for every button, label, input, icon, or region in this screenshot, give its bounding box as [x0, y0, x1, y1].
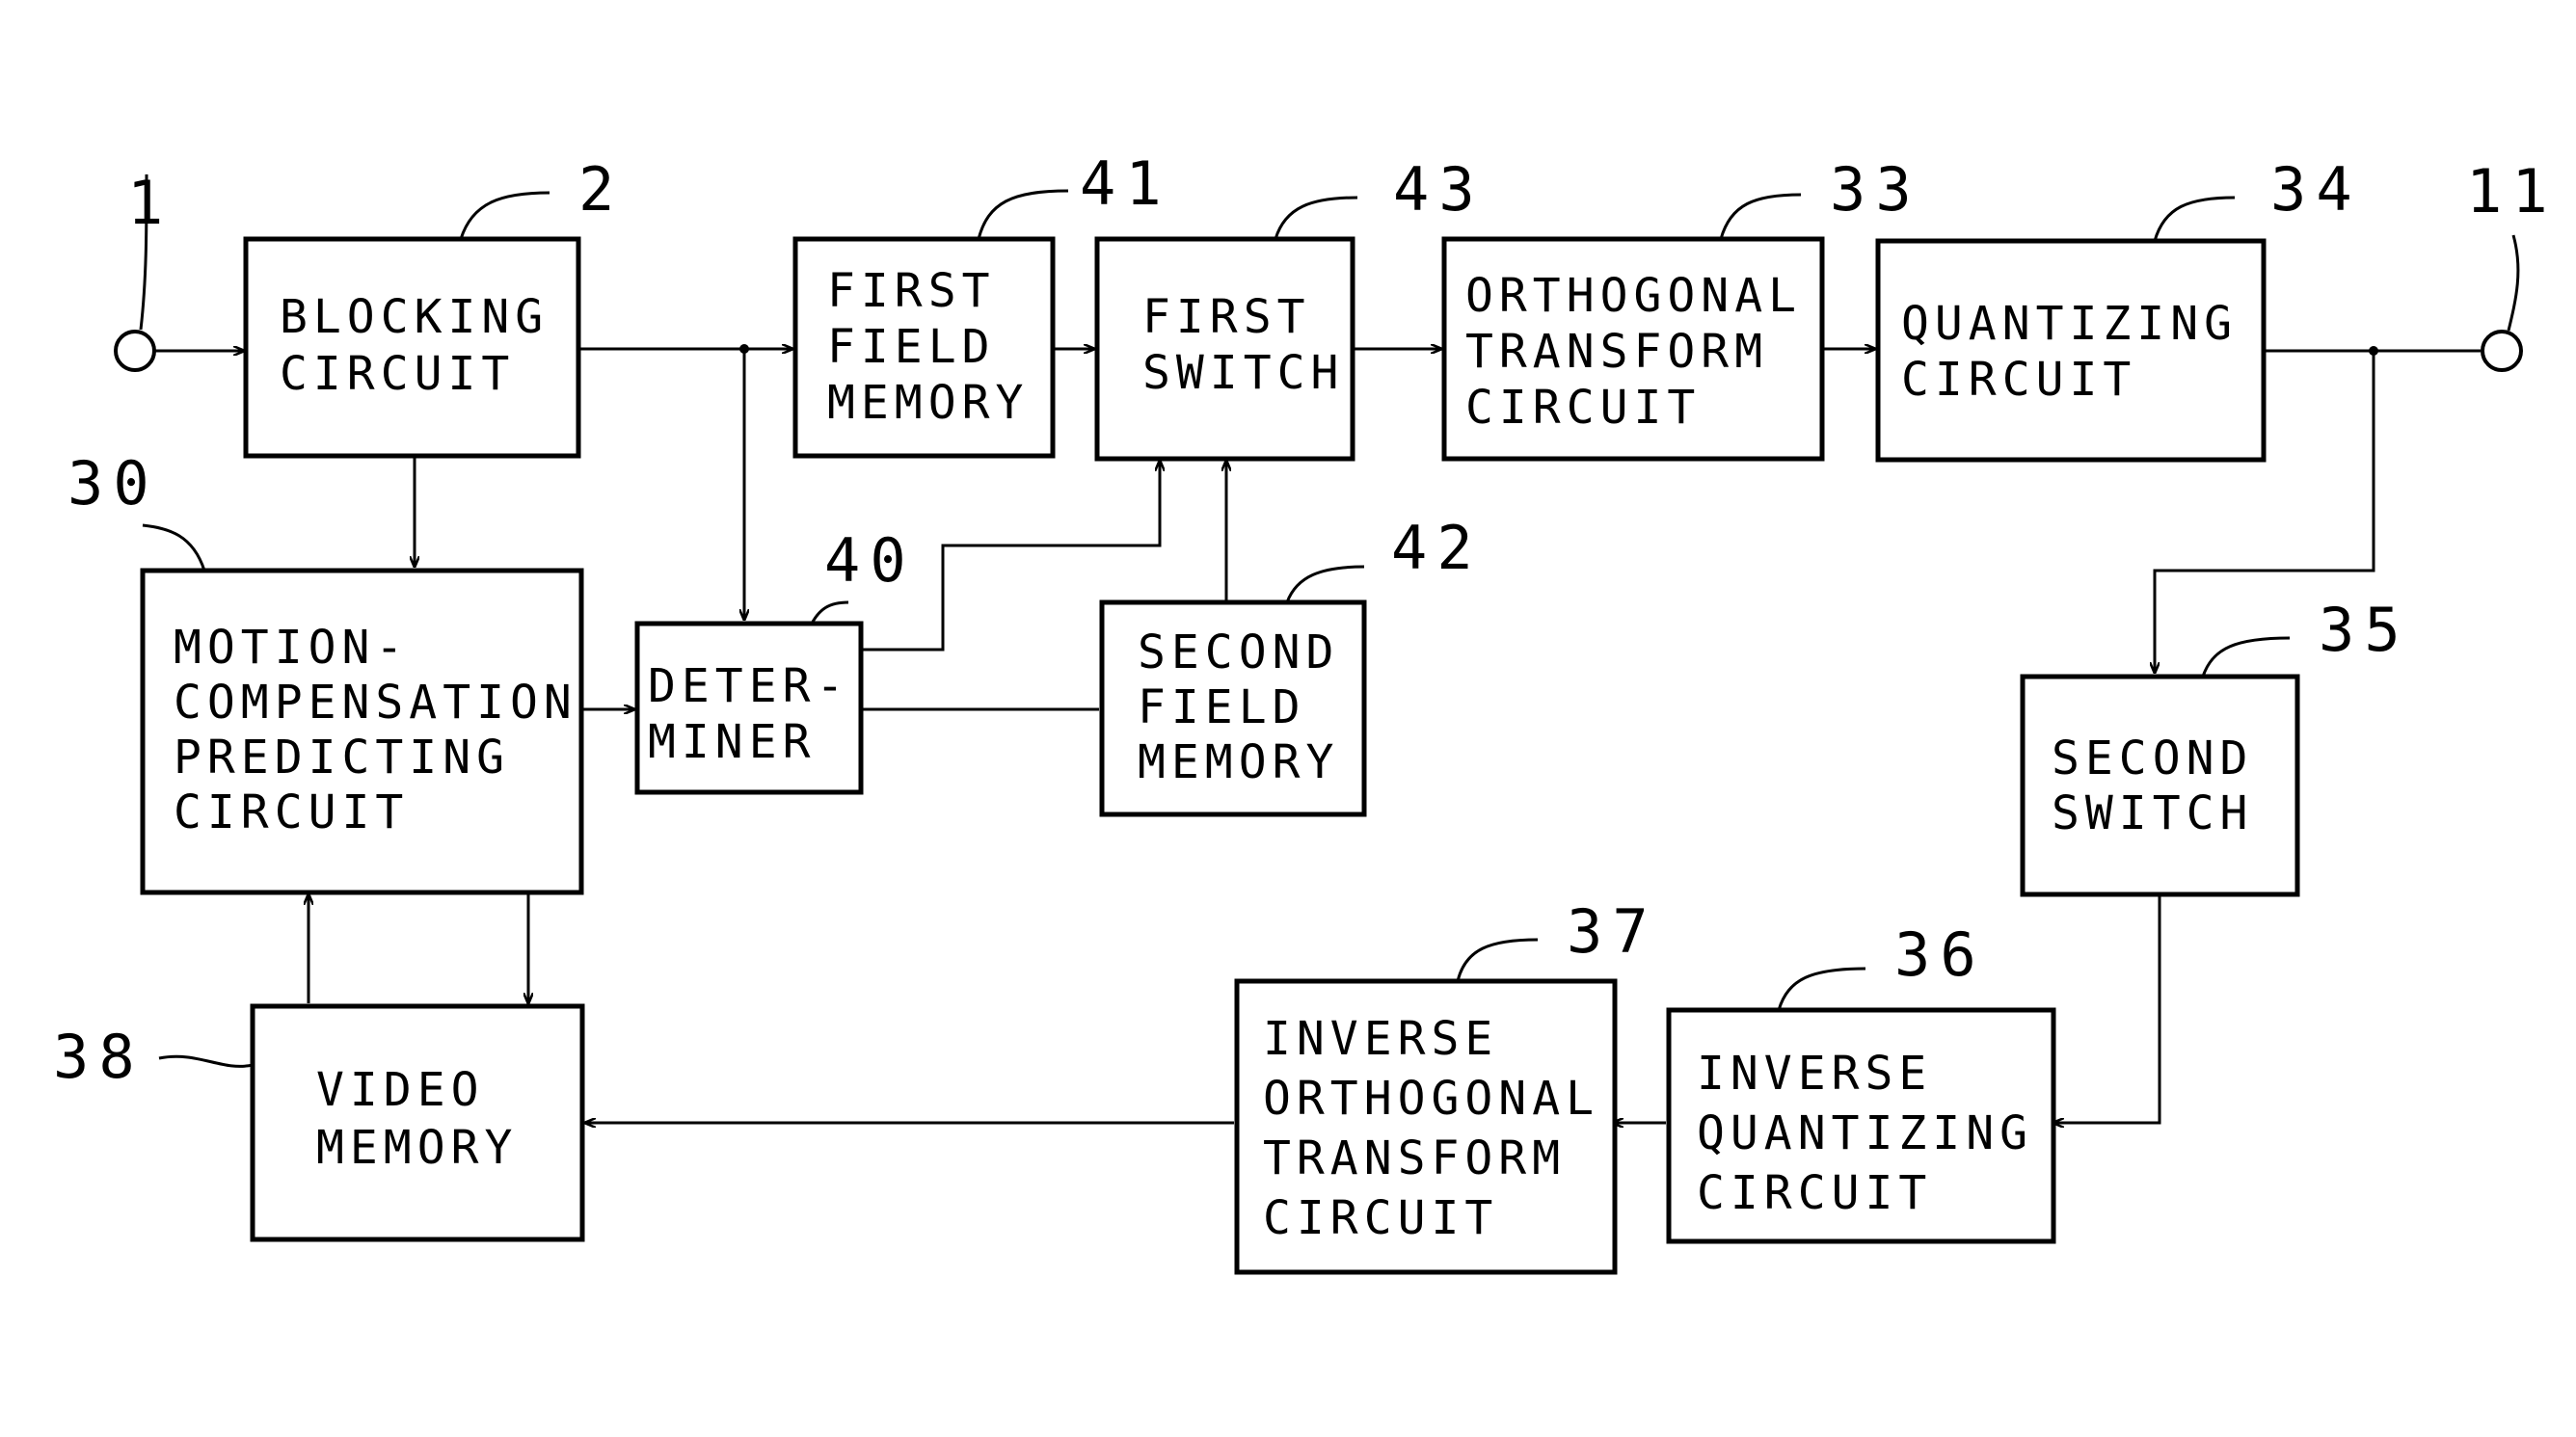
leader-line [1287, 567, 1364, 602]
leader-line [1779, 969, 1865, 1010]
leader-line [2509, 235, 2518, 331]
leader-line [461, 193, 550, 239]
ref-label: 36 [1894, 919, 1986, 990]
output-terminal-circle [2482, 332, 2521, 370]
block-text: CIRCUIT [1697, 1166, 1932, 1220]
ref-label-input: 1 [127, 168, 173, 238]
second-switch-box [2023, 677, 2297, 894]
ref-label: 37 [1567, 896, 1658, 967]
leader-line [159, 1056, 253, 1066]
block-text: INVERSE [1263, 1012, 1498, 1066]
ref-label: 30 [67, 448, 159, 519]
block-text: INVERSE [1697, 1047, 1932, 1101]
determiner: DETER- MINER 40 [637, 525, 916, 792]
ref-label-output: 11 [2466, 156, 2558, 226]
ref-label: 40 [824, 525, 916, 596]
input-terminal: 1 [116, 168, 173, 370]
block-text: ORTHOGONAL [1465, 269, 1802, 323]
block-text: FIRST [827, 264, 996, 318]
block-text: BLOCKING [280, 290, 549, 344]
block-text: COMPENSATION [174, 676, 577, 730]
ref-label: 43 [1393, 154, 1485, 225]
ref-label: 33 [1830, 154, 1921, 225]
block-text: SECOND [1138, 625, 1339, 679]
block-text: VIDEO [316, 1063, 485, 1117]
wire-second-switch-to-inverse-quantizing [2053, 894, 2160, 1123]
block-text: SECOND [2052, 732, 2253, 785]
orthogonal-transform-circuit: ORTHOGONAL TRANSFORM CIRCUIT 33 [1444, 154, 1921, 459]
ref-label: 38 [53, 1022, 145, 1092]
block-text: MINER [648, 715, 817, 769]
block-text: CIRCUIT [174, 785, 409, 839]
blocking-circuit: BLOCKING CIRCUIT 2 [246, 154, 624, 456]
leader-line [1721, 195, 1801, 239]
block-text: FIELD [827, 320, 996, 374]
block-text: TRANSFORM [1465, 325, 1768, 379]
leader-line [812, 602, 848, 624]
motion-compensation-circuit: MOTION- COMPENSATION PREDICTING CIRCUIT … [67, 448, 581, 892]
ref-label: 35 [2319, 595, 2410, 665]
video-memory: VIDEO MEMORY 38 [53, 1006, 582, 1239]
block-text: FIELD [1138, 680, 1306, 734]
leader-line [1275, 198, 1357, 239]
block-text: MEMORY [827, 376, 1029, 430]
block-text: TRANSFORM [1263, 1131, 1566, 1185]
block-text: ORTHOGONAL [1263, 1072, 1599, 1126]
second-field-memory: SECOND FIELD MEMORY 42 [1102, 513, 1483, 814]
leader-line [1458, 940, 1538, 981]
block-text: CIRCUIT [1465, 381, 1701, 435]
block-text: SWITCH [2052, 786, 2253, 840]
leader-line [2155, 198, 2235, 241]
ref-label: 42 [1391, 513, 1483, 583]
leader-line [979, 191, 1068, 239]
block-text: CIRCUIT [280, 347, 515, 401]
block-text: SWITCH [1142, 346, 1344, 400]
output-terminal: 11 [2466, 156, 2558, 370]
ref-label: 34 [2270, 154, 2362, 225]
leader-line [143, 525, 204, 571]
block-text: MOTION- [174, 621, 409, 675]
block-text: CIRCUIT [1901, 353, 2136, 407]
inverse-orthogonal-transform-circuit: INVERSE ORTHOGONAL TRANSFORM CIRCUIT 37 [1237, 896, 1658, 1272]
block-text: FIRST [1142, 290, 1311, 344]
quantizing-circuit: QUANTIZING CIRCUIT 34 [1878, 154, 2362, 460]
ref-label: 41 [1080, 148, 1171, 219]
input-terminal-circle [116, 332, 154, 370]
block-text: DETER- [648, 659, 849, 713]
block-text: CIRCUIT [1263, 1191, 1498, 1245]
block-text: MEMORY [316, 1121, 518, 1175]
block-text: PREDICTING [174, 731, 510, 785]
block-text: MEMORY [1138, 735, 1339, 789]
block-text: QUANTIZING [1697, 1106, 2033, 1160]
block-text: QUANTIZING [1901, 297, 2238, 351]
inverse-quantizing-circuit: INVERSE QUANTIZING CIRCUIT 36 [1669, 919, 2053, 1241]
second-switch: SECOND SWITCH 35 [2023, 595, 2410, 894]
ref-label: 2 [578, 154, 624, 225]
leader-line [2203, 638, 2290, 677]
